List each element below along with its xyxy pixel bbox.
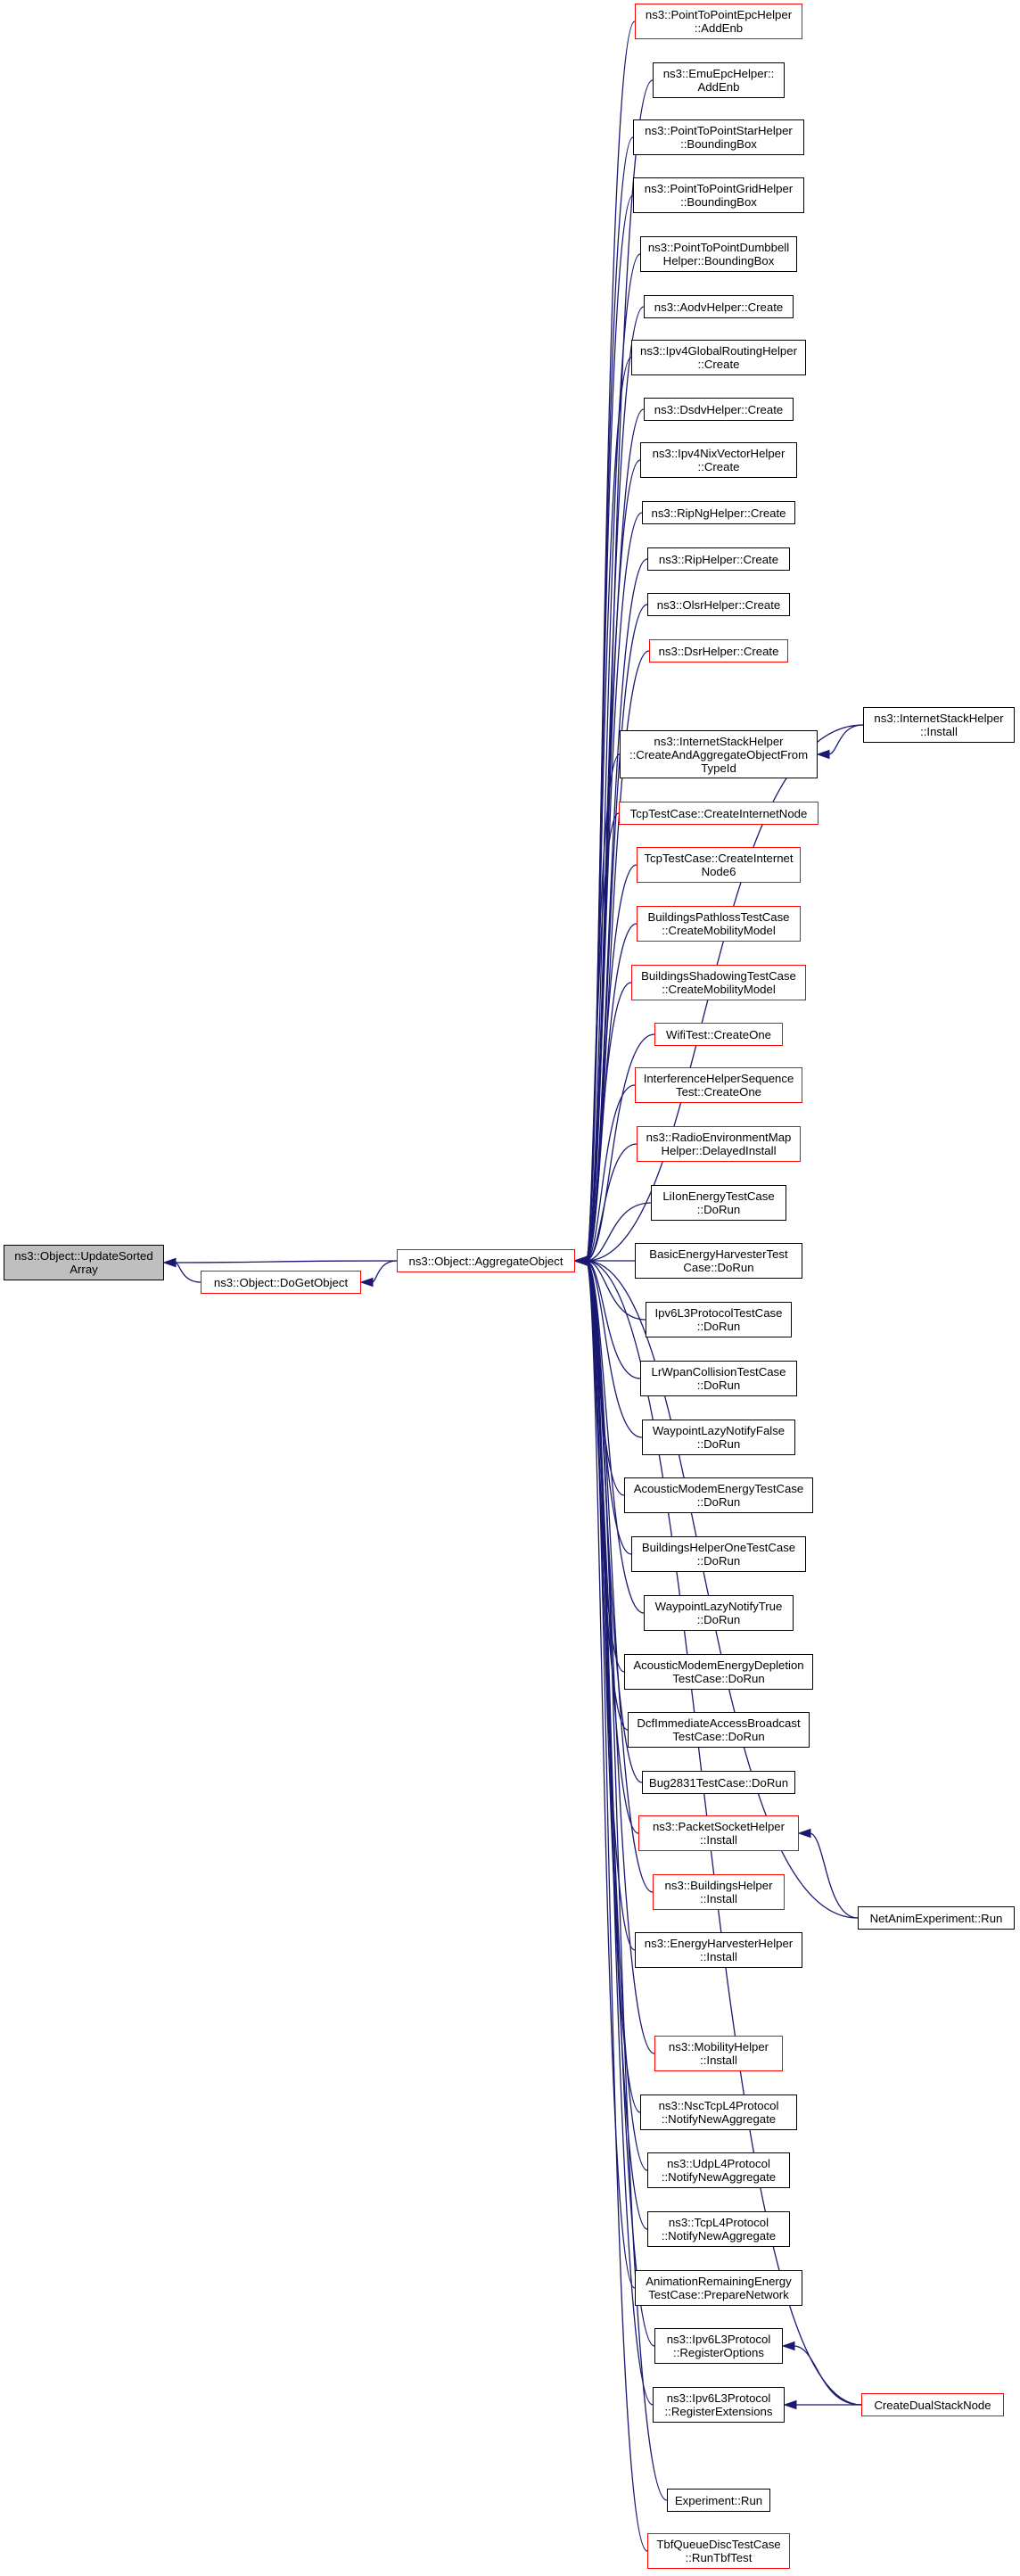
edge-ptp_dumbbell_bbox-to-aggregate_object — [585, 253, 641, 1262]
edge-experiment_run-to-aggregate_object — [585, 1260, 668, 2501]
node-ipv6l3-register-extensions[interactable]: ns3::Ipv6L3Protocol ::RegisterExtensions — [653, 2387, 785, 2423]
node-update-sorted-array: ns3::Object::UpdateSorted Array — [4, 1245, 164, 1280]
node-tcp-create-internet-node[interactable]: TcpTestCase::CreateInternetNode — [619, 802, 818, 825]
node-ipv4nix-create[interactable]: ns3::Ipv4NixVectorHelper ::Create — [640, 442, 797, 478]
edge-netanim_run-to-aggregate_object — [585, 1260, 859, 1919]
node-waypoint-false-dorun[interactable]: WaypointLazyNotifyFalse ::DoRun — [642, 1420, 795, 1455]
node-tbf-run[interactable]: TbfQueueDiscTestCase ::RunTbfTest — [647, 2533, 790, 2569]
node-ish-create-aggregate[interactable]: ns3::InternetStackHelper ::CreateAndAggr… — [620, 730, 818, 778]
node-acoustic-depletion-dorun[interactable]: AcousticModemEnergyDepletion TestCase::D… — [624, 1654, 813, 1690]
edge-lrwpan_dorun-to-aggregate_object — [585, 1260, 641, 1379]
edge-liion_dorun-to-aggregate_object — [585, 1202, 652, 1262]
edge-ipv6l3_dorun-to-aggregate_object — [585, 1260, 646, 1321]
edge-ipv4gr_create-to-aggregate_object — [585, 357, 632, 1262]
node-ipv6l3-dorun[interactable]: Ipv6L3ProtocolTestCase ::DoRun — [646, 1302, 792, 1337]
node-basic-energy-harvester-dorun[interactable]: BasicEnergyHarvesterTest Case::DoRun — [635, 1243, 802, 1279]
edge-netanim_run-to-psh_install — [809, 1832, 859, 1919]
node-liion-dorun[interactable]: LiIonEnergyTestCase ::DoRun — [651, 1185, 786, 1221]
node-mobility-helper-install[interactable]: ns3::MobilityHelper ::Install — [654, 2036, 783, 2071]
node-interference-create-one[interactable]: InterferenceHelperSequence Test::CreateO… — [635, 1067, 802, 1103]
edge-ish_install-to-ish_create_agg — [827, 724, 864, 755]
node-tcp-notify[interactable]: ns3::TcpL4Protocol ::NotifyNewAggregate — [647, 2211, 790, 2247]
edge-aggregate_object-to-do_get_object — [371, 1260, 398, 1283]
node-do-get-object[interactable]: ns3::Object::DoGetObject — [201, 1271, 361, 1294]
edge-create_dual-to-ipv6l3_regopt — [793, 2345, 862, 2406]
edge-ripng_create-to-aggregate_object — [585, 512, 643, 1262]
node-netanim-run[interactable]: NetAnimExperiment::Run — [858, 1906, 1015, 1930]
node-experiment-run[interactable]: Experiment::Run — [667, 2489, 770, 2512]
edge-ihs_create_one-to-aggregate_object — [585, 1084, 636, 1262]
node-dsdv-create[interactable]: ns3::DsdvHelper::Create — [644, 398, 794, 421]
node-rem-delayed-install[interactable]: ns3::RadioEnvironmentMap Helper::Delayed… — [637, 1126, 801, 1162]
node-rip-create[interactable]: ns3::RipHelper::Create — [647, 547, 790, 571]
arrowhead-netanim_run-to-psh_install — [797, 1828, 811, 1839]
node-ripng-create[interactable]: ns3::RipNgHelper::Create — [642, 501, 795, 524]
edge-tbf_run-to-aggregate_object — [585, 1260, 648, 2552]
edge-wlnt_dorun-to-aggregate_object — [585, 1260, 645, 1614]
node-ptp-dumbbell-bbox[interactable]: ns3::PointToPointDumbbell Helper::Boundi… — [640, 236, 797, 272]
node-create-dual-stack[interactable]: CreateDualStackNode — [861, 2393, 1004, 2416]
arrowhead-ish_install-to-ish_create_agg — [816, 749, 830, 760]
node-aodv-create[interactable]: ns3::AodvHelper::Create — [644, 295, 794, 318]
arrowhead-aggregate_object-to-do_get_object — [359, 1277, 374, 1288]
node-lrwpan-dorun[interactable]: LrWpanCollisionTestCase ::DoRun — [640, 1361, 797, 1396]
node-energy-harvester-install[interactable]: ns3::EnergyHarvesterHelper ::Install — [635, 1932, 802, 1968]
node-animation-prepare-network[interactable]: AnimationRemainingEnergy TestCase::Prepa… — [635, 2270, 802, 2306]
node-ptp-star-bbox[interactable]: ns3::PointToPointStarHelper ::BoundingBo… — [633, 119, 804, 155]
node-buildings-helper-one-dorun[interactable]: BuildingsHelperOneTestCase ::DoRun — [631, 1536, 806, 1572]
node-bug2831-dorun[interactable]: Bug2831TestCase::DoRun — [642, 1771, 795, 1794]
node-waypoint-true-dorun[interactable]: WaypointLazyNotifyTrue ::DoRun — [644, 1595, 794, 1631]
node-olsr-create[interactable]: ns3::OlsrHelper::Create — [647, 593, 790, 616]
arrowhead-create_dual-to-ipv6l3_regopt — [781, 2341, 795, 2351]
node-buildings-helper-install[interactable]: ns3::BuildingsHelper ::Install — [653, 1874, 785, 1910]
node-dcf-immediate-dorun[interactable]: DcfImmediateAccessBroadcast TestCase::Do… — [628, 1712, 810, 1748]
node-aggregate-object[interactable]: ns3::Object::AggregateObject — [397, 1249, 575, 1272]
node-emu-epc-addenb[interactable]: ns3::EmuEpcHelper:: AddEnb — [653, 62, 785, 98]
edge-bsh_create_mob-to-aggregate_object — [585, 982, 632, 1262]
edge-tcp_create_inode-to-aggregate_object — [585, 812, 620, 1262]
node-buildings-shadowing-create-mobility[interactable]: BuildingsShadowingTestCase ::CreateMobil… — [631, 965, 806, 1000]
node-nsc-tcp-notify[interactable]: ns3::NscTcpL4Protocol ::NotifyNewAggrega… — [640, 2095, 797, 2130]
arrowhead-create_dual-to-ipv6l3_regext — [783, 2399, 797, 2410]
node-packet-socket-install[interactable]: ns3::PacketSocketHelper ::Install — [638, 1815, 799, 1851]
arrowhead-tbf_run-to-aggregate_object — [573, 1255, 588, 1266]
node-ipv6l3-register-options[interactable]: ns3::Ipv6L3Protocol ::RegisterOptions — [654, 2328, 783, 2364]
edge-do_get_object-to-update_sorted_array — [174, 1262, 202, 1283]
edge-ipv6l3_regext-to-aggregate_object — [585, 1260, 654, 2406]
node-ptp-epc-addenb[interactable]: ns3::PointToPointEpcHelper ::AddEnb — [635, 4, 802, 39]
node-ish-install[interactable]: ns3::InternetStackHelper ::Install — [863, 707, 1015, 743]
edge-aggregate_object-to-update_sorted_array — [174, 1260, 398, 1263]
edge-ptp_grid_bbox-to-aggregate_object — [585, 194, 634, 1262]
node-buildings-pathloss-create-mobility[interactable]: BuildingsPathlossTestCase ::CreateMobili… — [637, 906, 801, 942]
node-tcp-create-internet-node6[interactable]: TcpTestCase::CreateInternet Node6 — [637, 847, 801, 883]
arrowhead-aggregate_object-to-update_sorted_array — [162, 1257, 177, 1268]
node-ptp-grid-bbox[interactable]: ns3::PointToPointGridHelper ::BoundingBo… — [633, 177, 804, 213]
node-dsr-create[interactable]: ns3::DsrHelper::Create — [649, 639, 788, 663]
node-udp-notify[interactable]: ns3::UdpL4Protocol ::NotifyNewAggregate — [647, 2152, 790, 2188]
edge-wlnf_dorun-to-aggregate_object — [585, 1260, 643, 1438]
edge-rem_delayed-to-aggregate_object — [585, 1143, 638, 1262]
edge-bh_install-to-aggregate_object — [585, 1260, 654, 1893]
node-wifi-create-one[interactable]: WifiTest::CreateOne — [654, 1023, 783, 1046]
edge-are_prepare-to-aggregate_object — [585, 1260, 636, 2289]
node-ipv4gr-create[interactable]: ns3::Ipv4GlobalRoutingHelper ::Create — [631, 340, 806, 375]
node-acoustic-modem-energy-dorun[interactable]: AcousticModemEnergyTestCase ::DoRun — [624, 1477, 813, 1513]
